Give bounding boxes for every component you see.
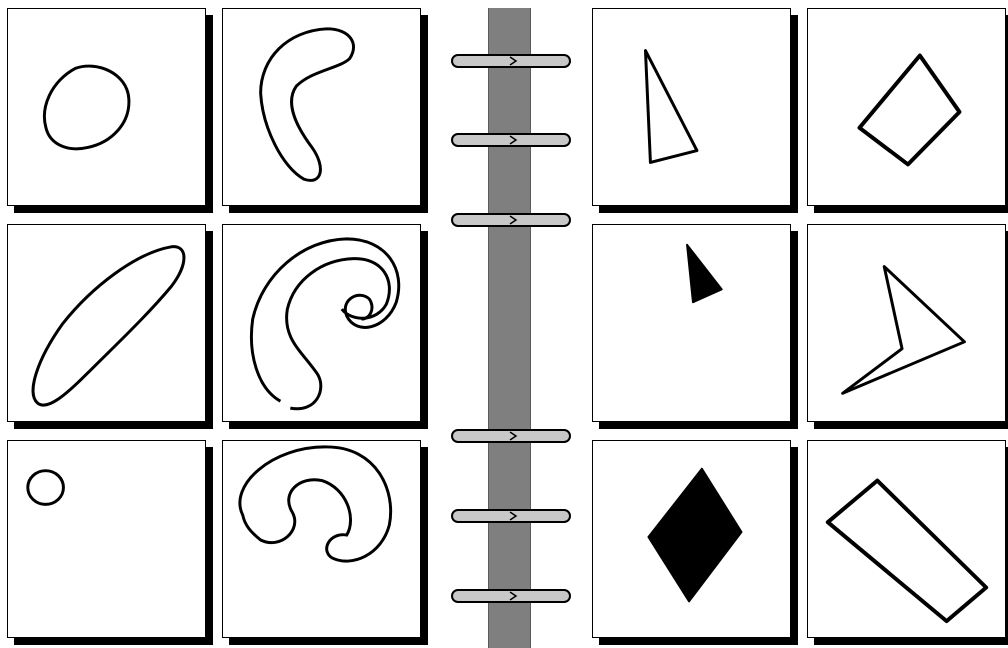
small-filled-triangle-shape-icon <box>593 225 790 421</box>
tilted-rectangle-shape-icon <box>808 441 1005 637</box>
binder-ring <box>450 506 572 526</box>
circle-shape-icon <box>8 9 205 205</box>
binder-ring <box>450 210 572 230</box>
chevron-shape-icon <box>808 225 1005 421</box>
panel-bean[interactable] <box>222 8 421 206</box>
spiral-shape-icon <box>223 225 420 421</box>
binder-spine <box>488 8 531 648</box>
panel-curled-worm[interactable] <box>222 440 421 638</box>
panel-tilted-rectangle[interactable] <box>807 440 1006 638</box>
panel-spiral[interactable] <box>222 224 421 422</box>
panel-ellipse[interactable] <box>7 224 206 422</box>
curled-worm-shape-icon <box>223 441 420 637</box>
panel-filled-diamond[interactable] <box>592 440 791 638</box>
bean-shape-icon <box>223 9 420 205</box>
panel-small-filled-triangle[interactable] <box>592 224 791 422</box>
diamond-outline-shape-icon <box>808 9 1005 205</box>
filled-diamond-shape-icon <box>593 441 790 637</box>
ellipse-shape-icon <box>8 225 205 421</box>
binder-ring <box>450 51 572 71</box>
panel-circle[interactable] <box>7 8 206 206</box>
binder-ring <box>450 586 572 606</box>
thin-triangle-shape-icon <box>593 9 790 205</box>
small-circle-shape-icon <box>8 441 205 637</box>
binder-ring <box>450 130 572 150</box>
panel-thin-triangle[interactable] <box>592 8 791 206</box>
panel-chevron[interactable] <box>807 224 1006 422</box>
panel-diamond-outline[interactable] <box>807 8 1006 206</box>
binder-ring <box>450 426 572 446</box>
panel-small-circle[interactable] <box>7 440 206 638</box>
